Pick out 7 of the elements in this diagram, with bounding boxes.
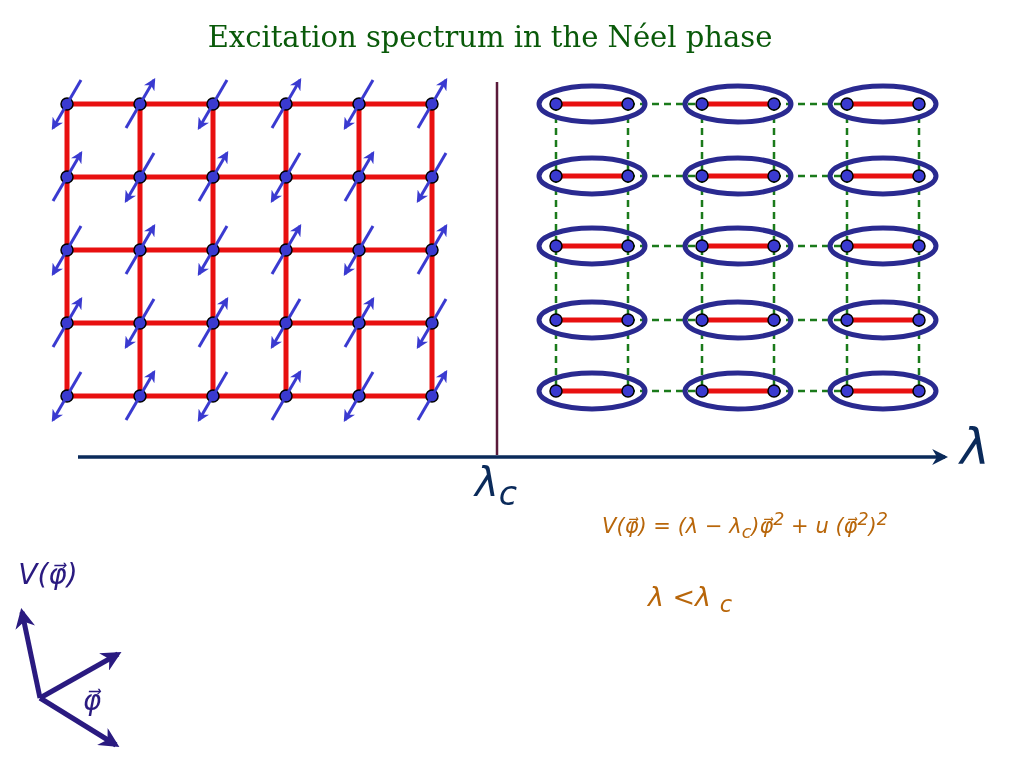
- condition-formula: λ <λ $_{c}$: [647, 582, 733, 618]
- axis-label: λ: [960, 420, 990, 475]
- potential-formula: V(φ⃗) = (λ − λ$_{c}$)φ⃗$^{2}$ + u (φ⃗$^{2}$)$^{2}$: [602, 510, 888, 543]
- axis-label: φ⃗: [82, 686, 102, 717]
- axis-label: V(φ⃗): [18, 560, 78, 591]
- slide-title: Excitation spectrum in the Néel phase: [207, 22, 773, 54]
- critical-point-label: λ$_{c}$: [475, 460, 517, 513]
